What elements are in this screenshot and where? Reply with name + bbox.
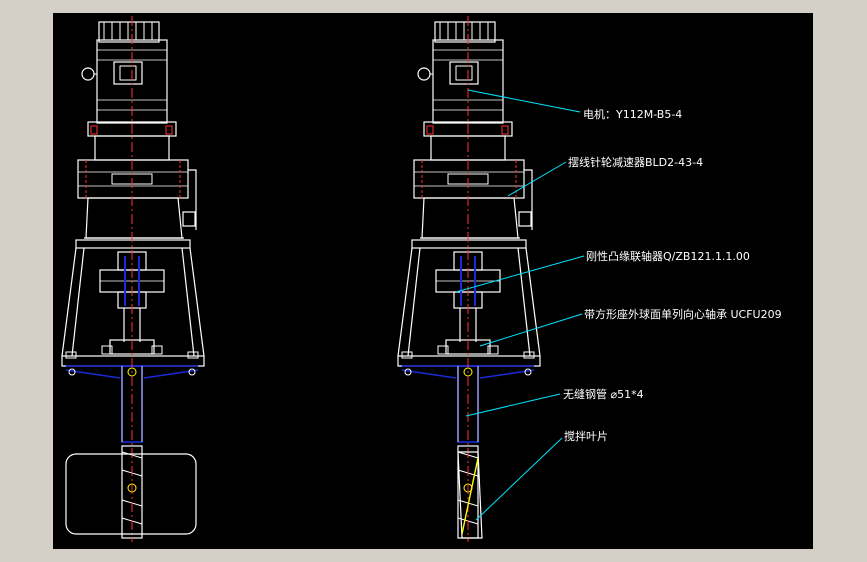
label-reducer: 摆线针轮减速器BLD2-43-4 — [568, 155, 703, 169]
label-pipe: 无缝钢管 ⌀51*4 — [563, 387, 644, 401]
label-blade: 搅拌叶片 — [564, 429, 608, 443]
label-bearing: 带方形座外球面单列向心轴承 UCFU209 — [584, 307, 782, 321]
blade-sweep-outline — [65, 453, 197, 535]
blade-edge — [461, 457, 479, 535]
label-motor: 电机：Y112M-B5-4 — [583, 107, 682, 121]
right-view — [397, 15, 541, 543]
label-coupling: 刚性凸缘联轴器Q/ZB121.1.1.00 — [586, 249, 750, 263]
left-view — [61, 15, 205, 543]
leader-lines — [455, 89, 585, 521]
